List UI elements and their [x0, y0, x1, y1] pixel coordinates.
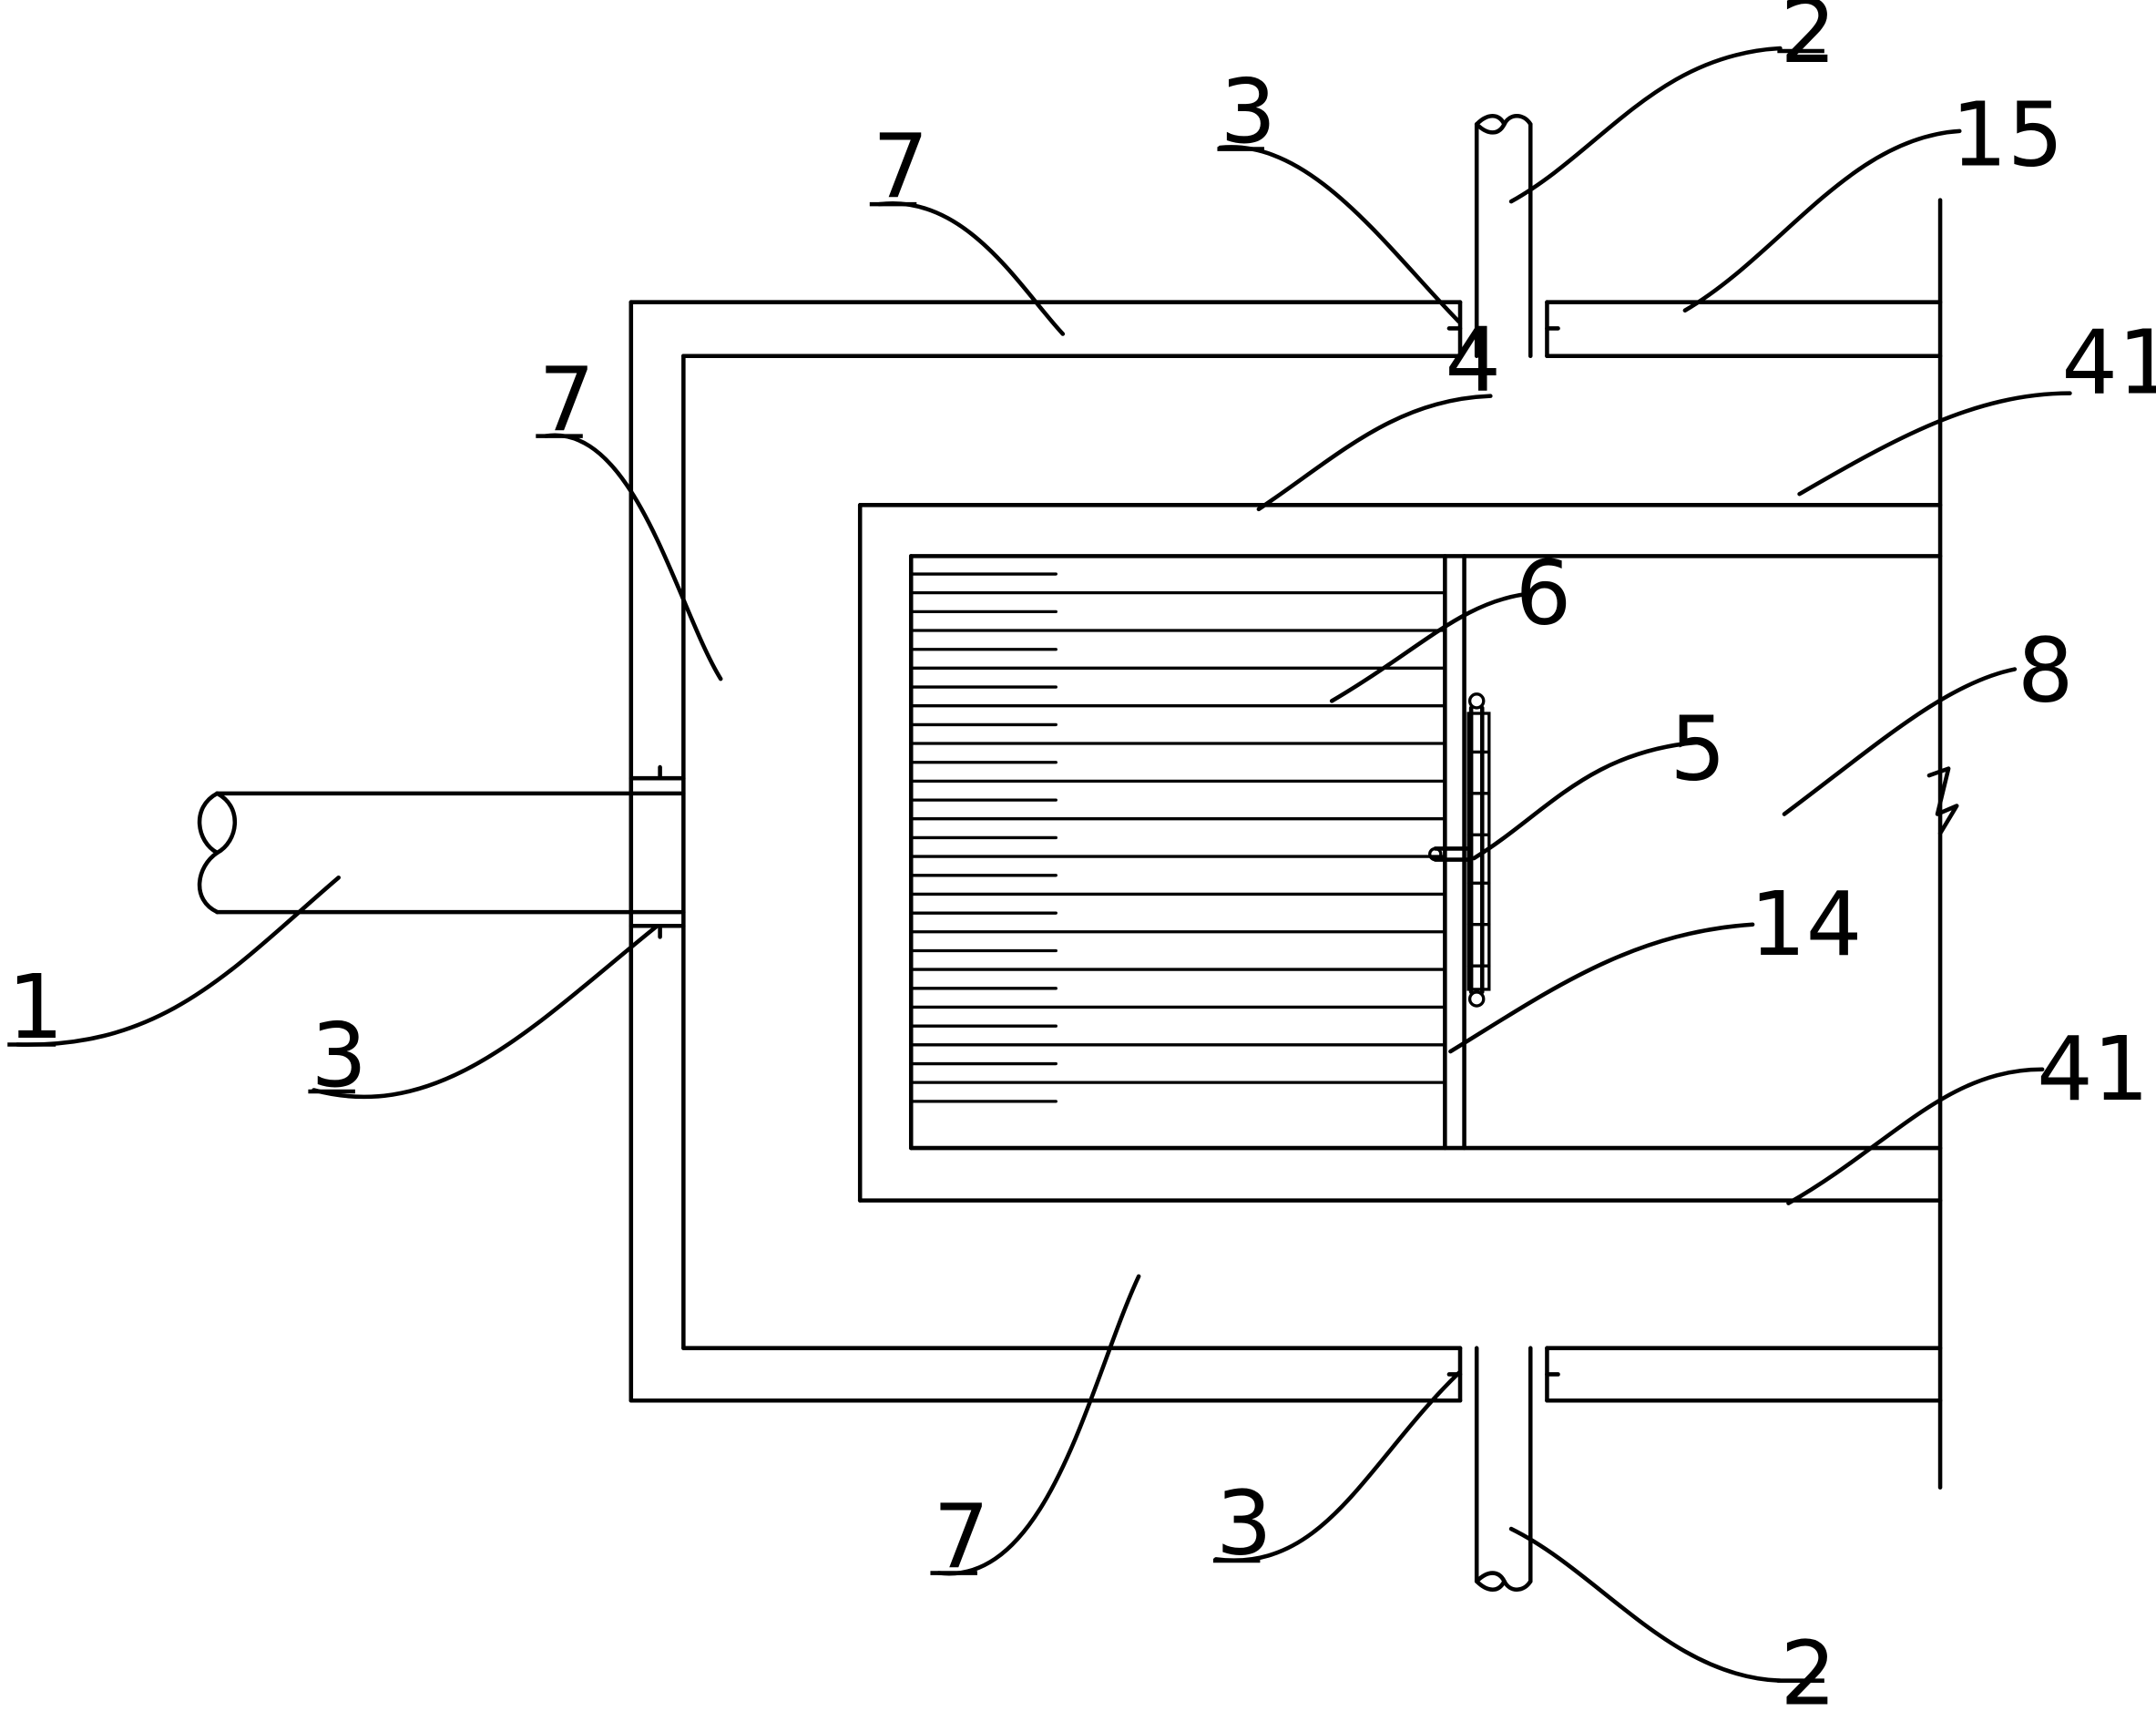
break-mark [1926, 766, 1959, 836]
inlet-pipe [197, 764, 686, 939]
inner-box [857, 503, 1943, 1203]
label-2-bottom: 2 [1780, 1622, 1836, 1711]
filter-plate [1443, 554, 1466, 1151]
part-labels: 1 2 2 3 3 3 4 5 6 7 7 7 8 14 15 41 41 [7, 0, 2156, 1711]
top-outlet-pipe [1446, 113, 1560, 359]
label-1: 1 [7, 956, 64, 1059]
label-3-bottom: 3 [1216, 1471, 1272, 1574]
filter-fibers [909, 572, 1447, 1103]
outer-housing [628, 300, 1943, 1403]
label-15: 15 [1951, 84, 2063, 187]
leader-lines [15, 46, 2072, 1683]
label-7-top: 7 [873, 116, 929, 219]
bottom-outlet-pipe [1446, 1346, 1560, 1592]
label-41-top: 41 [2061, 312, 2156, 415]
label-4: 4 [1445, 309, 1501, 412]
label-41-bottom: 41 [2037, 1018, 2149, 1121]
label-2-top: 2 [1780, 0, 1836, 83]
label-8: 8 [2018, 619, 2074, 722]
brush-scraper [1428, 692, 1491, 1008]
label-14: 14 [1750, 873, 1862, 976]
label-5: 5 [1670, 698, 1726, 801]
label-3-top: 3 [1220, 60, 1276, 163]
label-6: 6 [1516, 542, 1572, 645]
